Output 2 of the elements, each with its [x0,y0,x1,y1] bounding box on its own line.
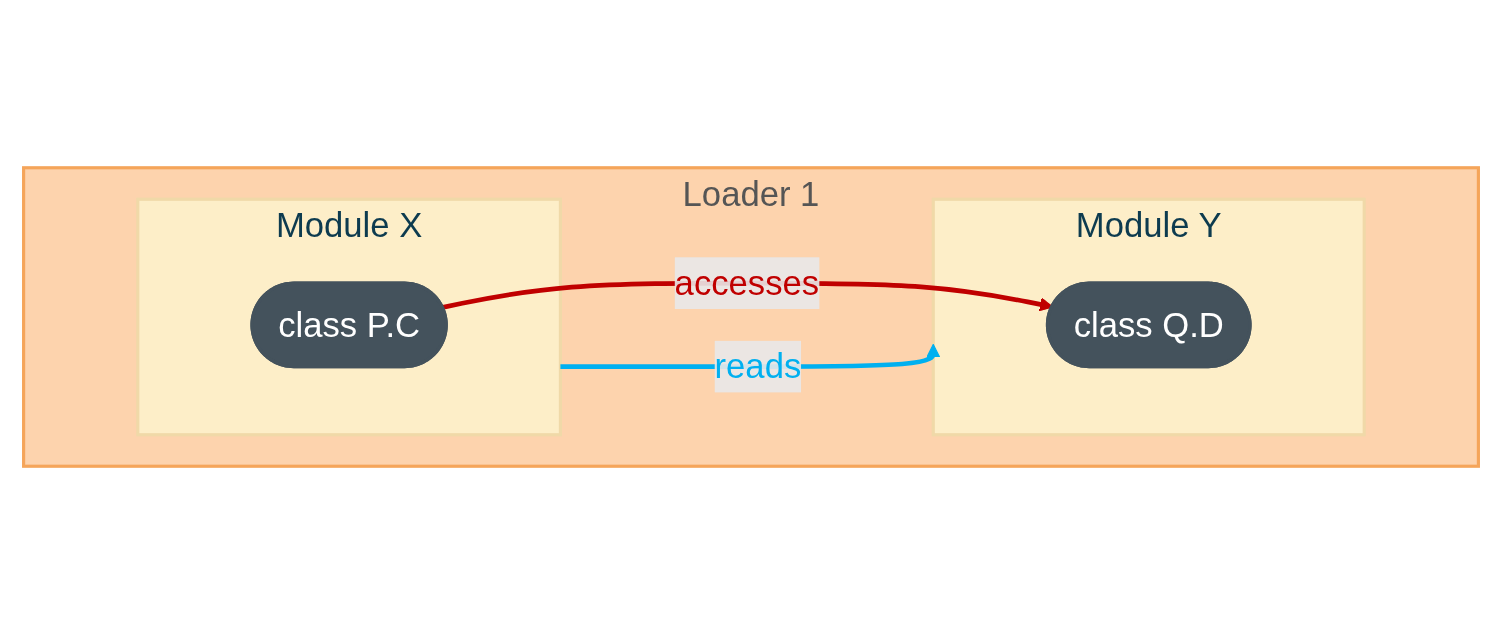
edge-label: reads [714,346,801,386]
edge-label: accesses [674,262,819,303]
